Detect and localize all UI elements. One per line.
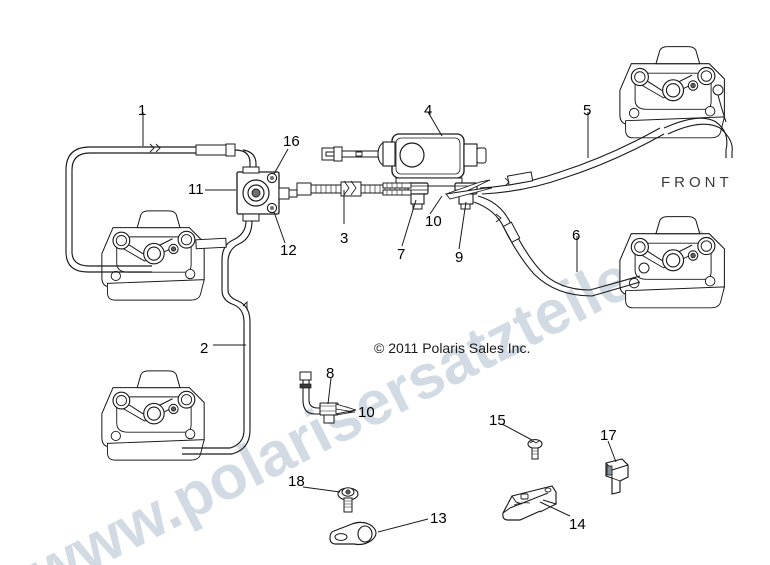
front-caliper-lower <box>619 216 725 309</box>
callout-9: 9 <box>455 249 464 266</box>
callout-8: 8 <box>326 365 335 382</box>
brake-line-2 <box>178 220 253 458</box>
flange-bolt <box>337 487 359 513</box>
push-rivet <box>527 439 543 460</box>
brake-line-5 <box>479 84 733 195</box>
callout-12: 12 <box>280 242 297 259</box>
callout-18: 18 <box>288 473 305 490</box>
callout-1: 1 <box>138 102 147 119</box>
callout-14: 14 <box>569 516 586 533</box>
master-cylinder-studs <box>382 182 412 196</box>
brake-line-1 <box>65 143 257 273</box>
banjo-fitting-left <box>407 182 429 210</box>
sealing-washers <box>445 179 493 200</box>
copyright-notice: © 2011 Polaris Sales Inc. <box>374 340 531 356</box>
bleeder-tube-detail <box>299 371 357 424</box>
rear-caliper-lower <box>101 370 205 461</box>
master-cylinder <box>382 133 487 187</box>
callout-11: 11 <box>188 181 204 198</box>
callout-10-detail: 10 <box>358 404 375 421</box>
junction-block <box>236 166 298 222</box>
callout-10: 10 <box>425 213 442 230</box>
retaining-clip <box>605 458 629 495</box>
front-orientation-label: FRONT <box>661 174 733 191</box>
callout-16: 16 <box>283 133 300 150</box>
mounting-bracket <box>502 485 558 521</box>
callout-17: 17 <box>600 427 617 444</box>
line-clamp <box>329 521 377 546</box>
callout-7: 7 <box>397 246 406 263</box>
callout-13: 13 <box>430 510 447 527</box>
callout-15: 15 <box>489 412 506 429</box>
leader-lines <box>142 111 617 533</box>
rear-caliper-upper <box>101 210 205 301</box>
callout-2: 2 <box>200 340 209 357</box>
callout-5: 5 <box>583 102 592 119</box>
callout-3: 3 <box>340 230 349 247</box>
callout-4: 4 <box>424 102 433 119</box>
callout-6: 6 <box>572 227 581 244</box>
brake-line-6 <box>473 195 650 297</box>
